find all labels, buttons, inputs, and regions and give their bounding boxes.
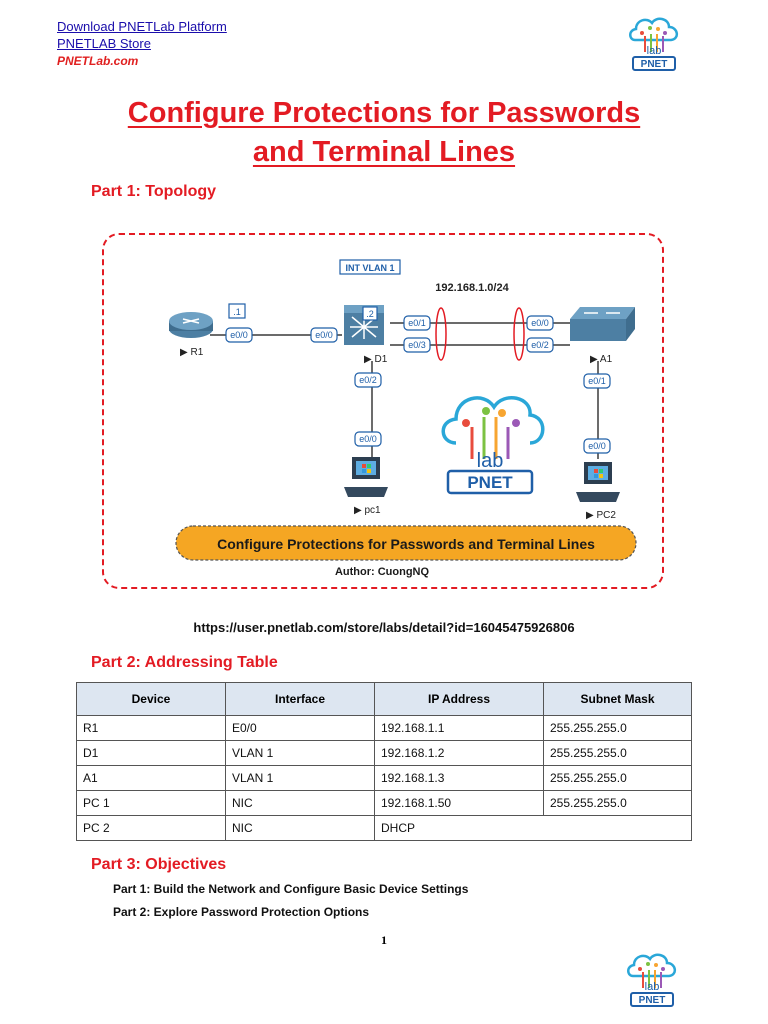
pnetlab-center-logo: lab PNET xyxy=(441,396,545,495)
center-logo-text: PNET xyxy=(467,473,513,492)
a1-port-1: e0/1 xyxy=(588,376,606,386)
d1-port-2: e0/2 xyxy=(359,375,377,385)
page-title: Configure Protections for Passwords and … xyxy=(0,94,768,172)
pc1-port-label: e0/0 xyxy=(359,434,377,444)
a1-port-2: e0/2 xyxy=(531,340,549,350)
cell-ip: 192.168.1.2 xyxy=(374,740,544,766)
cell-ip: 192.168.1.50 xyxy=(374,790,544,816)
cell-interface: VLAN 1 xyxy=(225,740,375,766)
switch-a1-icon xyxy=(570,307,635,341)
part2-heading: Part 2: Addressing Table xyxy=(91,654,278,671)
lab-url[interactable]: https://user.pnetlab.com/store/labs/deta… xyxy=(193,620,575,635)
pc1-label: ▶ pc1 xyxy=(354,505,381,516)
cell-mask: 255.255.255.0 xyxy=(543,715,692,741)
cell-interface: VLAN 1 xyxy=(225,765,375,791)
site-name: PNETLab.com xyxy=(57,54,139,68)
cell-device: PC 1 xyxy=(76,790,226,816)
objective-item-2: Part 2: Explore Password Protection Opti… xyxy=(113,905,370,919)
pnetlab-footer-logo: lab PNET xyxy=(627,953,676,1007)
part3-heading: Part 3: Objectives xyxy=(91,856,227,873)
logo-lab-text: lab xyxy=(647,45,662,57)
table-row: A1 VLAN 1 192.168.1.3 255.255.255.0 xyxy=(76,765,692,791)
download-link[interactable]: Download PNETLab Platform xyxy=(57,19,227,34)
network-label: 192.168.1.0/24 xyxy=(435,282,509,294)
footer-logo-text: PNET xyxy=(639,995,666,1006)
d1-label: ▶ D1 xyxy=(364,354,388,365)
a1-port-0: e0/0 xyxy=(531,318,549,328)
r1-label: ▶ R1 xyxy=(180,347,204,358)
pc2-port-label: e0/0 xyxy=(588,441,606,451)
table-header-row: Device Interface IP Address Subnet Mask xyxy=(76,682,692,716)
pc2-icon xyxy=(576,462,620,502)
pc2-label: ▶ PC2 xyxy=(586,510,616,521)
cell-interface: NIC xyxy=(225,815,375,841)
store-link[interactable]: PNETLAB Store xyxy=(57,36,151,51)
cell-mask: 255.255.255.0 xyxy=(543,740,692,766)
d1-port-3: e0/3 xyxy=(408,340,426,350)
pnetlab-logo: lab PNET xyxy=(629,17,678,71)
cell-device: R1 xyxy=(76,715,226,741)
cell-mask: 255.255.255.0 xyxy=(543,765,692,791)
topology-author: Author: CuongNQ xyxy=(335,566,430,578)
cell-ip: 192.168.1.3 xyxy=(374,765,544,791)
d1-ip-suffix: .2 xyxy=(366,309,374,319)
cell-interface: NIC xyxy=(225,790,375,816)
pc1-icon xyxy=(344,457,388,497)
table-row: PC 2 NIC DHCP xyxy=(76,815,692,841)
cell-interface: E0/0 xyxy=(225,715,375,741)
cell-mask: 255.255.255.0 xyxy=(543,790,692,816)
table-row: D1 VLAN 1 192.168.1.2 255.255.255.0 xyxy=(76,740,692,766)
table-row: R1 E0/0 192.168.1.1 255.255.255.0 xyxy=(76,715,692,741)
page-number: 1 xyxy=(381,933,387,947)
cell-ip: DHCP xyxy=(374,815,692,841)
topology-diagram: ▶ R1 .1 e0/0 INT VLAN 1 192.168.1.0/24 .… xyxy=(102,233,664,589)
a1-label: ▶ A1 xyxy=(590,354,613,365)
center-logo-lab-text: lab xyxy=(477,450,504,472)
d1-port-0: e0/0 xyxy=(315,330,333,340)
r1-ip-suffix: .1 xyxy=(233,307,241,317)
r1-port-label: e0/0 xyxy=(230,330,248,340)
title-line-1: Configure Protections for Passwords xyxy=(127,97,641,129)
cell-device: PC 2 xyxy=(76,815,226,841)
col-device: Device xyxy=(76,682,226,716)
vlan-label: INT VLAN 1 xyxy=(345,263,394,273)
objective-item-1: Part 1: Build the Network and Configure … xyxy=(113,882,469,896)
cell-ip: 192.168.1.1 xyxy=(374,715,544,741)
logo-text: PNET xyxy=(641,59,668,70)
cell-device: A1 xyxy=(76,765,226,791)
part1-heading: Part 1: Topology xyxy=(91,183,217,200)
col-ip-address: IP Address xyxy=(374,682,544,716)
col-subnet-mask: Subnet Mask xyxy=(543,682,692,716)
d1-port-1: e0/1 xyxy=(408,318,426,328)
topology-banner: Configure Protections for Passwords and … xyxy=(217,536,595,552)
col-interface: Interface xyxy=(225,682,375,716)
router-r1-icon xyxy=(169,312,213,338)
title-line-2: and Terminal Lines xyxy=(252,136,516,168)
header-links: Download PNETLab Platform PNETLAB Store … xyxy=(57,18,227,70)
footer-logo-lab-text: lab xyxy=(645,981,660,993)
cell-device: D1 xyxy=(76,740,226,766)
table-row: PC 1 NIC 192.168.1.50 255.255.255.0 xyxy=(76,790,692,816)
addressing-table: Device Interface IP Address Subnet Mask … xyxy=(76,682,692,841)
